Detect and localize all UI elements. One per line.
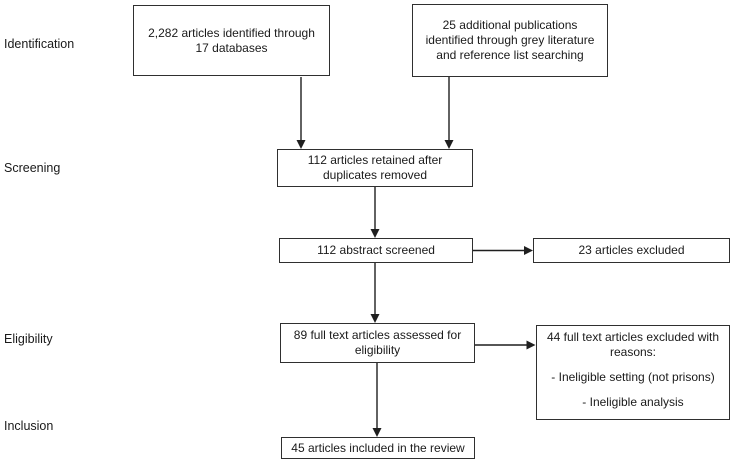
stage-label-inclusion: Inclusion xyxy=(4,419,54,433)
stage-label-eligibility: Eligibility xyxy=(4,332,53,346)
box-abstract-screened: 112 abstract screened xyxy=(279,238,473,263)
box-fulltext-assessed: 89 full text articles assessed for eligi… xyxy=(280,323,475,363)
stage-label-screening: Screening xyxy=(4,161,61,175)
box-identified-databases: 2,282 articles identified through 17 dat… xyxy=(133,5,330,76)
box-text-line: 89 full text articles assessed for xyxy=(293,328,462,342)
box-text-line: reasons: xyxy=(609,345,657,359)
box-included: 45 articles included in the review xyxy=(281,437,475,459)
box-text-line: 2,282 articles identified through xyxy=(148,25,315,40)
box-text-line: and reference list searching xyxy=(436,48,584,62)
box-text-line: 112 articles retained after xyxy=(307,153,443,167)
stage-label-identification: Identification xyxy=(4,37,75,51)
box-text-line: identified through grey literature xyxy=(425,33,595,47)
box-fulltext-excluded: 44 full text articles excluded with reas… xyxy=(536,325,730,420)
exclusion-heading: 44 full text articles excluded with reas… xyxy=(547,330,719,360)
box-identified-grey: 25 additional publications identified th… xyxy=(412,4,608,77)
box-text-line: 45 articles included in the review xyxy=(291,440,465,455)
box-text-line: 23 articles excluded xyxy=(578,243,685,257)
box-articles-excluded: 23 articles excluded xyxy=(533,238,730,263)
box-text-line: 25 additional publications xyxy=(442,18,578,32)
exclusion-reason: - Ineligible analysis xyxy=(582,395,684,409)
box-retained-duplicates: 112 articles retained after duplicates r… xyxy=(277,149,473,187)
exclusion-reason: - Ineligible setting (not prisons) xyxy=(551,370,715,384)
box-text-line: eligibility xyxy=(354,343,401,357)
box-text-line: 44 full text articles excluded with xyxy=(546,330,720,344)
box-text-line: 112 abstract screened xyxy=(317,243,435,257)
box-text-line: duplicates removed xyxy=(322,168,428,182)
box-text-line: 17 databases xyxy=(195,40,268,55)
